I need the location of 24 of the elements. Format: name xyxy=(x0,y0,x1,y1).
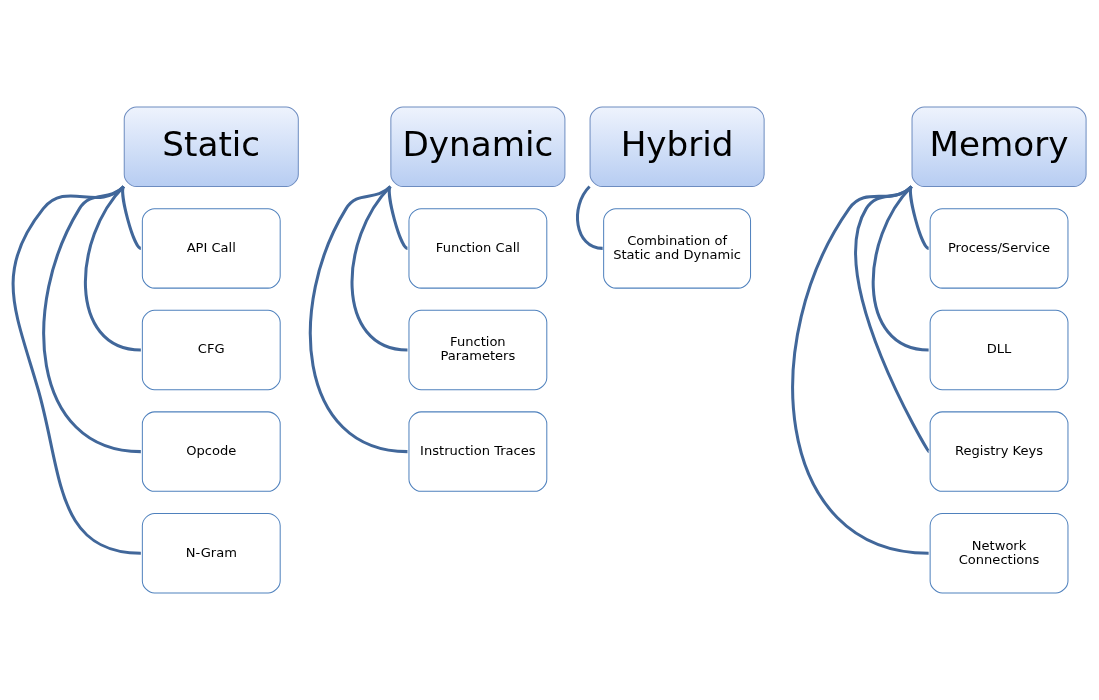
node-box: Combination of Static and Dynamic xyxy=(603,208,752,289)
node-box: Network Connections xyxy=(929,513,1069,594)
connector xyxy=(387,186,409,250)
node-box: Registry Keys xyxy=(929,411,1069,492)
node-box: Static xyxy=(123,106,299,187)
connector xyxy=(576,185,603,250)
node-box: Memory xyxy=(911,106,1087,187)
node-box: Function Parameters xyxy=(408,309,548,391)
connector xyxy=(121,186,142,250)
node-box: Process/Service xyxy=(929,208,1069,289)
node-box: N-Gram xyxy=(141,513,281,594)
node-box: Instruction Traces xyxy=(408,411,548,492)
connector xyxy=(309,185,408,454)
connector xyxy=(791,185,929,555)
connector xyxy=(350,185,408,352)
node-box: API Call xyxy=(141,208,281,289)
node-box: Hybrid xyxy=(589,106,765,187)
node-box: Dynamic xyxy=(390,106,566,187)
connector xyxy=(909,186,930,250)
node-box: CFG xyxy=(141,309,281,391)
node-box: Opcode xyxy=(141,411,281,492)
node-box: Function Call xyxy=(408,208,548,289)
node-box: DLL xyxy=(929,309,1069,391)
connector xyxy=(11,185,141,555)
